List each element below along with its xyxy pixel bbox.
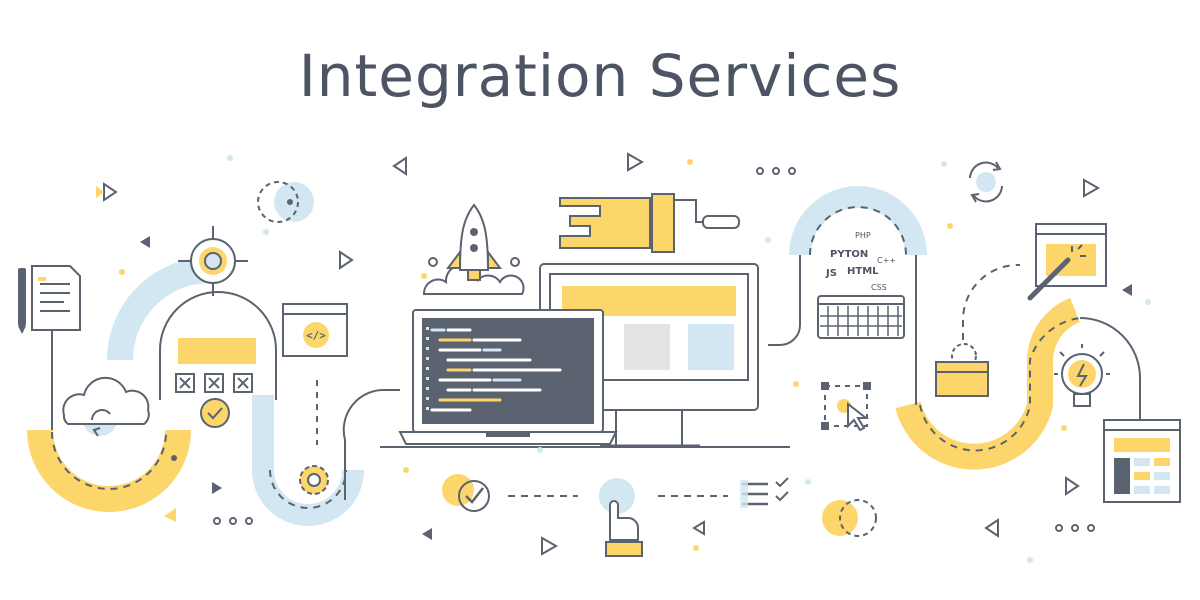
left-blue-arc xyxy=(107,257,211,361)
close-box-icon xyxy=(175,373,195,393)
label-html: HTML xyxy=(847,266,879,277)
right-connector-line xyxy=(1079,317,1141,420)
keyboard-icon xyxy=(817,295,905,339)
rocket-icon xyxy=(421,203,525,295)
label-cpp: C++ xyxy=(877,256,896,265)
document-icon xyxy=(18,265,81,334)
page-title: Integration Services xyxy=(298,42,902,110)
package-gear-icon xyxy=(935,343,989,397)
refresh-icon xyxy=(969,161,1003,203)
close-box-icon xyxy=(204,373,224,393)
code-snippet-label: </> xyxy=(306,329,326,342)
left-yellow-arc xyxy=(27,429,191,512)
right-yellow-path xyxy=(895,297,1081,470)
selection-cursor-icon xyxy=(821,382,871,432)
decorative-triangles xyxy=(96,152,1132,556)
light-bulb-icon xyxy=(1054,344,1110,407)
center-dashed-path xyxy=(269,469,347,509)
cloud-sync-icon xyxy=(62,376,150,437)
center-connector-line xyxy=(342,388,400,500)
table-window-icon xyxy=(1103,419,1181,503)
right-dashed-path xyxy=(919,317,1081,452)
label-php: PHP xyxy=(855,231,871,240)
check-badge-icon xyxy=(442,474,490,512)
left-arch-line xyxy=(159,291,277,400)
dots-icon xyxy=(756,167,796,175)
code-window-icon: </> xyxy=(282,303,348,357)
dots-icon xyxy=(1055,524,1095,532)
label-css: CSS xyxy=(871,283,887,292)
magic-wand-window-icon xyxy=(1027,223,1107,301)
label-python: PYTON xyxy=(830,249,868,260)
hand-pointer-icon xyxy=(599,478,643,557)
dashed-circle-icon xyxy=(257,181,314,223)
checklist-icon xyxy=(740,477,789,508)
form-card xyxy=(175,338,256,428)
dots-icon xyxy=(213,517,253,525)
check-circle-icon xyxy=(200,398,230,428)
center-left-blue-arc xyxy=(252,395,364,526)
laptop-code-editor xyxy=(398,309,618,445)
close-box-icon xyxy=(233,373,253,393)
monitor-connector-line xyxy=(768,255,801,346)
programming-languages: PHP PYTON C++ JS HTML CSS xyxy=(825,231,896,292)
gear-icon xyxy=(299,465,329,495)
target-icon xyxy=(178,226,248,296)
code-blue-arc xyxy=(789,186,927,256)
half-circle-icon xyxy=(822,499,877,537)
box-dashed-path xyxy=(962,263,1021,340)
decorative-dots xyxy=(119,155,1151,563)
label-js: JS xyxy=(825,268,837,279)
paint-roller-icon xyxy=(559,193,740,253)
